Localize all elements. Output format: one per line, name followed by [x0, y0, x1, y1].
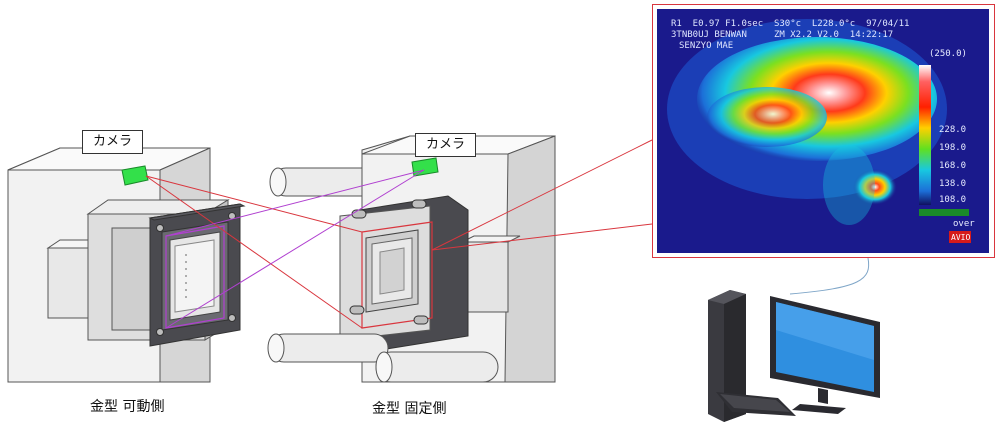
thermo-range-top: (250.0): [929, 49, 967, 59]
thermo-header-2: 3TNB0UJ BENWAN ZM X2.2 V2.0 14:22:17: [671, 30, 894, 40]
thermo-header-3: SENZYO MAE: [679, 41, 734, 51]
scale-value-5: 108.0: [939, 195, 967, 205]
thermo-logo: AVIO: [951, 233, 971, 242]
scale-value-1: 228.0: [939, 125, 967, 135]
camera-icon: [121, 165, 149, 186]
computer-icon: [708, 290, 880, 422]
mold-fixed-icon: [267, 135, 556, 383]
camera-label-movable: カメラ: [82, 130, 144, 154]
thermo-header-1: R1 E0.97 F1.0sec S30°c L228.0°c 97/04/11: [671, 19, 910, 29]
thermal-image: R1 E0.97 F1.0sec S30°c L228.0°c 97/04/11…: [657, 9, 989, 253]
caption-movable-side: 金型 可動側: [90, 399, 165, 415]
scale-value-4: 138.0: [939, 179, 967, 189]
mold-movable-icon: [7, 147, 246, 383]
view-lines: [145, 139, 653, 329]
camera-label-fixed: カメラ: [415, 133, 477, 157]
scale-value-2: 198.0: [939, 143, 967, 153]
thermogram-panel: R1 E0.97 F1.0sec S30°c L228.0°c 97/04/11…: [652, 4, 995, 258]
color-scale-bar: [919, 65, 931, 205]
cable: [789, 257, 870, 295]
thermo-over-label: over: [953, 219, 975, 229]
scale-value-3: 168.0: [939, 161, 967, 171]
caption-fixed-side: 金型 固定側: [372, 401, 447, 417]
